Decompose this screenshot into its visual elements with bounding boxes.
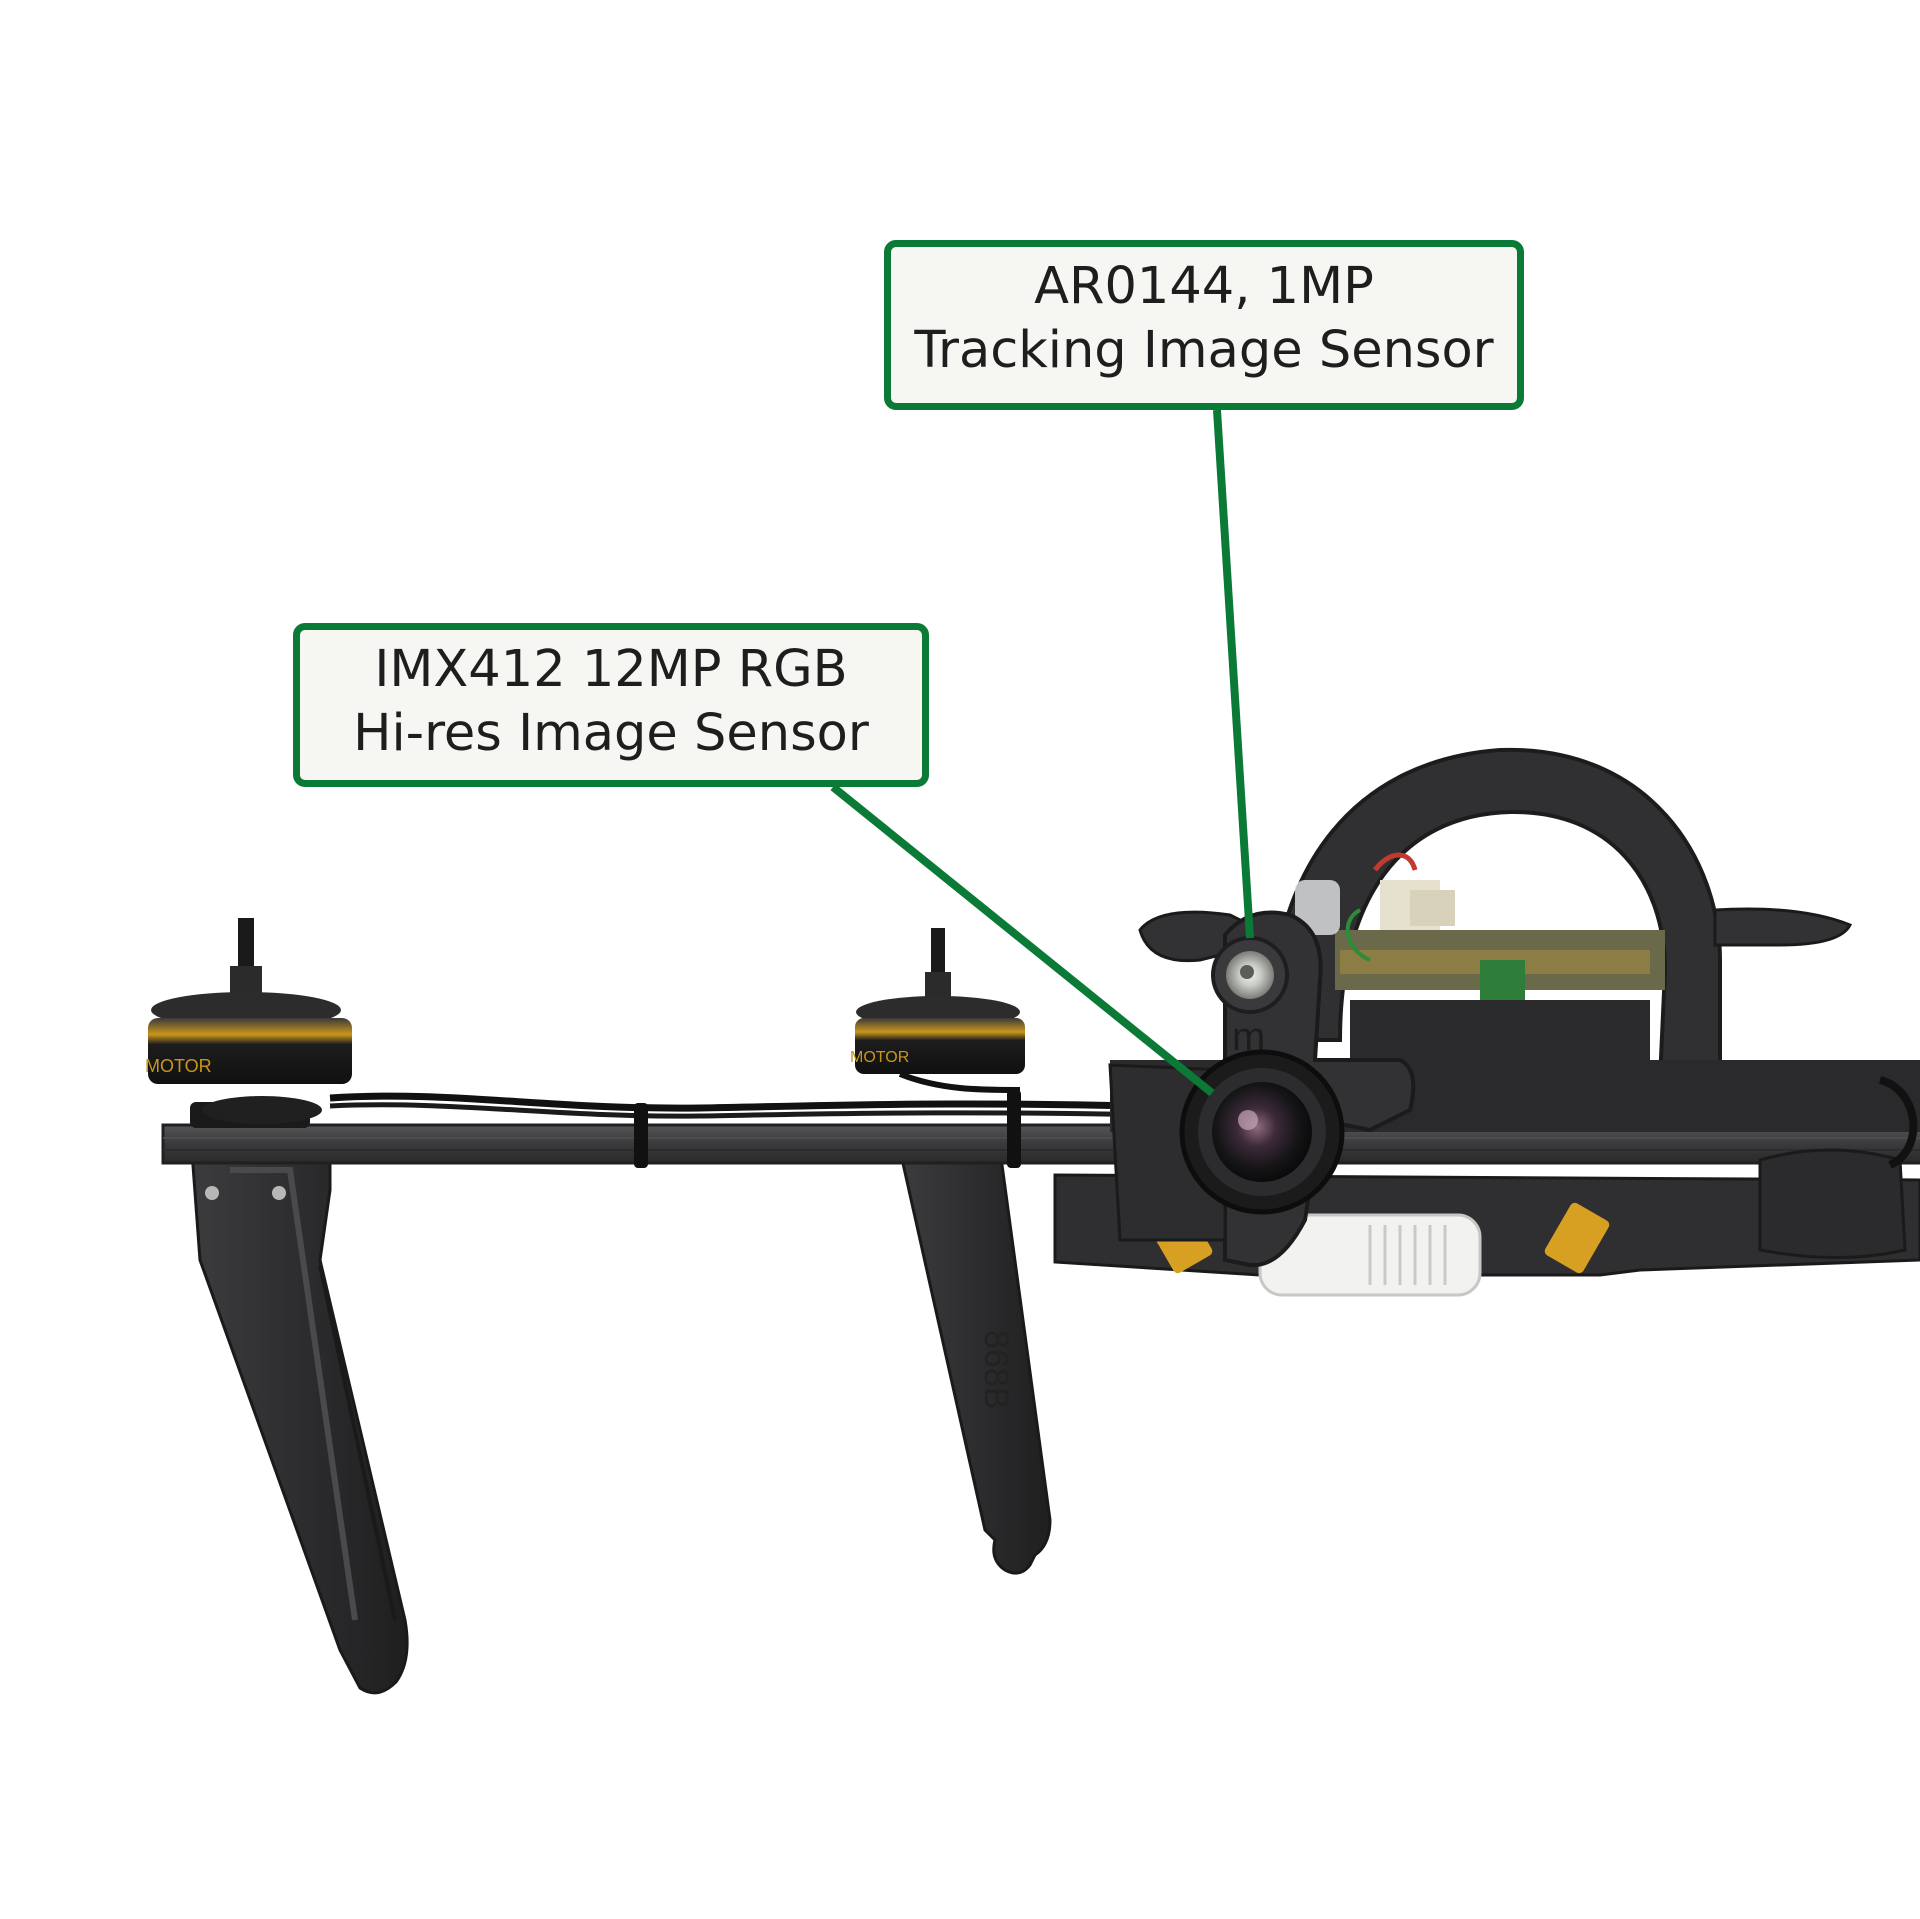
svg-text:MOTOR: MOTOR [145, 1056, 212, 1076]
hires-sensor-lens [1179, 1049, 1345, 1215]
leader-line-hires [830, 783, 1215, 1097]
landing-leg-rear: 868B [898, 1148, 1052, 1575]
motor-front: MOTOR [145, 918, 352, 1124]
leader-line-tracking [1213, 409, 1254, 939]
landing-leg-front [190, 1150, 409, 1695]
callout-tracking-line2: Tracking Image Sensor [914, 321, 1494, 380]
callout-tracking-sensor: AR0144, 1MP Tracking Image Sensor [884, 240, 1524, 410]
callout-hires-line1: IMX412 12MP RGB [374, 640, 848, 699]
callout-hires-sensor: IMX412 12MP RGB Hi-res Image Sensor [293, 623, 929, 787]
callout-tracking-line1: AR0144, 1MP [1034, 257, 1374, 316]
svg-text:868B: 868B [977, 1330, 1015, 1409]
tracking-sensor-lens [1211, 936, 1289, 1014]
callout-hires-line2: Hi-res Image Sensor [353, 704, 869, 763]
svg-text:MOTOR: MOTOR [850, 1049, 909, 1066]
motor-rear: MOTOR [850, 928, 1025, 1093]
